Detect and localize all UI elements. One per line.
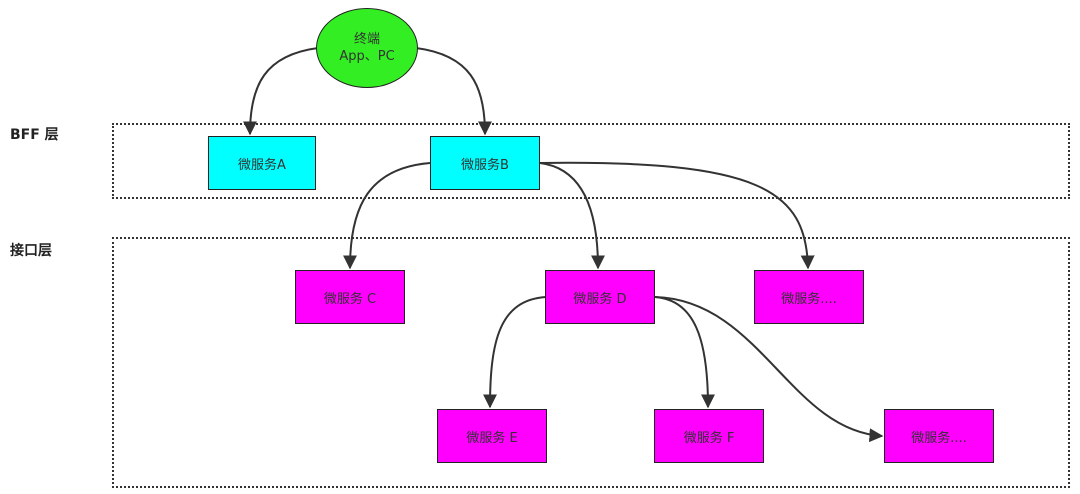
microservice-f-label: 微服务 F	[683, 430, 735, 446]
edge-client-to-a	[243, 47, 319, 136]
microservice-c-label: 微服务 C	[323, 291, 377, 307]
microservice-a-label: 微服务A	[238, 157, 286, 173]
client-node[interactable]: 终端 App、PC	[316, 8, 418, 88]
microservice-e-node[interactable]: 微服务 E	[437, 409, 547, 463]
api-layer-label: 接口层	[10, 243, 52, 259]
microservice-more2-node[interactable]: 微服务....	[884, 409, 994, 463]
microservice-more1-node[interactable]: 微服务....	[754, 270, 864, 324]
edge-client-to-b	[415, 47, 492, 136]
microservice-b-node[interactable]: 微服务B	[430, 136, 540, 190]
microservice-e-label: 微服务 E	[466, 430, 518, 446]
microservice-d-label: 微服务 D	[573, 291, 627, 307]
client-label-line1: 终端	[353, 32, 380, 47]
client-label-line2: App、PC	[339, 49, 395, 64]
microservice-f-node[interactable]: 微服务 F	[654, 409, 764, 463]
microservice-d-node[interactable]: 微服务 D	[545, 270, 655, 324]
microservice-more1-label: 微服务....	[781, 291, 837, 307]
microservice-more2-label: 微服务....	[911, 430, 967, 446]
bff-layer-label: BFF 层	[10, 127, 59, 143]
microservice-b-label: 微服务B	[461, 157, 509, 173]
microservice-c-node[interactable]: 微服务 C	[295, 270, 405, 324]
microservice-a-node[interactable]: 微服务A	[208, 136, 316, 190]
